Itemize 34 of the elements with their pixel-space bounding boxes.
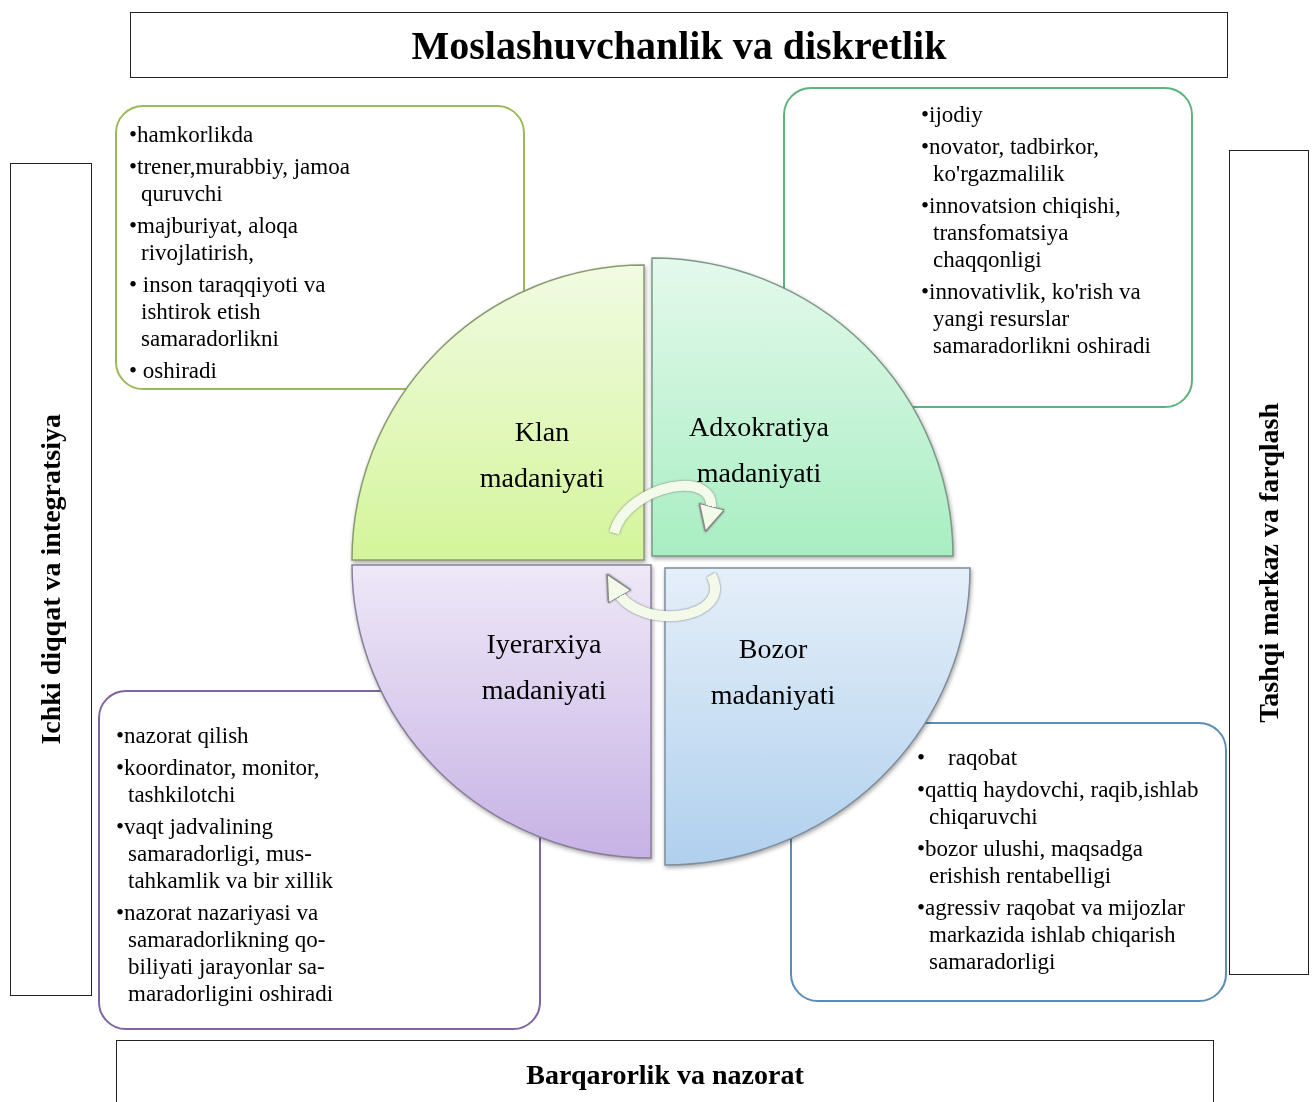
bullet-item: •trener,murabbiy, jamoa quruvchi (129, 153, 351, 207)
bullet-item: •vaqt jadvalining samaradorligi, mus- tahkamlik va bir xillik (116, 813, 335, 894)
axis-heading: Barqarorlik va nazorat (526, 1059, 804, 1091)
bullet-item: •novator, tadbirkor, ko'rgazmalilik (921, 133, 1101, 187)
trait-panel (115, 105, 525, 390)
axis-heading: Ichki diqqat va integratsiya (35, 414, 67, 745)
side-frame (10, 163, 92, 996)
trait-panel (790, 722, 1227, 1002)
bullet-item: •innovatsion chiqishi, transfomatsiya chaqqonligi (921, 192, 1122, 273)
curved-arrow (609, 480, 725, 535)
axis-heading: Moslashuvchanlik va diskretlik (411, 21, 947, 69)
bullet-item: •nazorat nazariyasi va samaradorlikning qo- biliyati jarayonlar sa- maradorligini oshiradi (116, 899, 335, 1007)
bullet-item: • raqobat (917, 744, 1019, 771)
quadrant-label: Adxokratiya madaniyati (688, 410, 830, 490)
quadrant-label: Iyerarxiya madaniyati (480, 627, 608, 707)
curved-arrow (604, 573, 720, 622)
bullet-item: •bozor ulushi, maqsadga erishish rentabelligi (917, 835, 1144, 889)
side-frame (1229, 150, 1309, 975)
bullet-item: •qattiq haydovchi, raqib,ishlab chiqaruvchi (917, 776, 1200, 830)
bullet-item: •majburiyat, aloqa rivojlatirish, (129, 212, 299, 266)
axis-heading: Tashqi markaz va farqlash (1253, 402, 1285, 723)
quadrant-label: Klan madaniyati (478, 415, 606, 495)
trait-panel (783, 87, 1193, 408)
bullet-item: •nazorat qilish (116, 722, 250, 749)
bullet-item: •agressiv raqobat va mijozlar markazida ishlab chiqarish samaradorligi (917, 894, 1186, 975)
bullet-item: • oshiradi (129, 357, 218, 384)
quadrant-label: Bozor madaniyati (709, 632, 837, 712)
heading-frame (130, 12, 1228, 78)
bullet-item: •ijodiy (921, 101, 984, 128)
bullet-item: •hamkorlikda (129, 121, 255, 148)
heading-frame (116, 1040, 1214, 1102)
bullet-item: •koordinator, monitor, tashkilotchi (116, 754, 321, 808)
bullet-item: •innovativlik, ko'rish va yangi resurslar samaradorlikni oshiradi (921, 278, 1152, 359)
bullet-item: • inson taraqqiyoti va ishtirok etish samaradorlikni (129, 271, 327, 352)
